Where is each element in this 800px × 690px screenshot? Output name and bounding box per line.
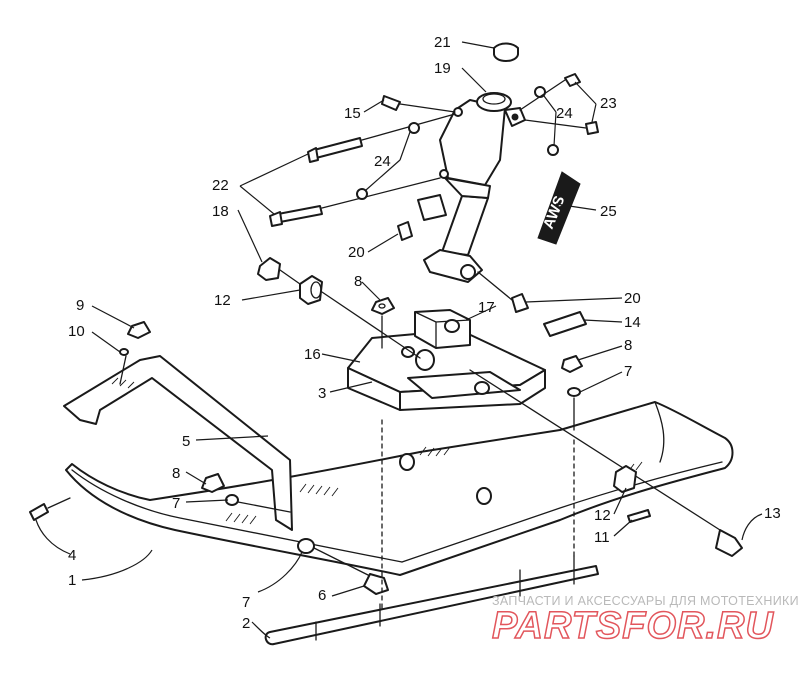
callout-7: 7 <box>172 495 180 512</box>
callout-3: 3 <box>318 385 326 402</box>
watermark-subtitle: ЗАПЧАСТИ И АКСЕССУАРЫ ДЛЯ МОТОТЕХНИКИ <box>492 594 799 608</box>
leader-lines <box>35 41 763 639</box>
callout-18: 18 <box>212 203 229 220</box>
callout-1: 1 <box>68 572 76 589</box>
callout-15: 15 <box>344 105 361 122</box>
callout-10: 10 <box>68 323 85 340</box>
callout-2: 2 <box>242 615 250 632</box>
callout-22: 22 <box>212 177 229 194</box>
callout-24: 24 <box>374 153 391 170</box>
callout-21: 21 <box>434 34 451 51</box>
callout-14: 14 <box>624 314 641 331</box>
callout-8: 8 <box>354 273 362 290</box>
callout-23: 23 <box>600 95 617 112</box>
callout-5: 5 <box>182 433 190 450</box>
shock-mount-block <box>414 309 471 349</box>
callout-7: 7 <box>624 363 632 380</box>
callout-4: 4 <box>68 547 76 564</box>
watermark-logo: PartsFor.ru <box>491 604 774 648</box>
callout-16: 16 <box>304 346 321 363</box>
shock-absorber <box>417 42 526 283</box>
callout-24: 24 <box>556 105 573 122</box>
callout-17: 17 <box>478 299 495 316</box>
callout-20: 20 <box>624 290 641 307</box>
callout-20: 20 <box>348 244 365 261</box>
hardware <box>29 73 743 646</box>
callout-13: 13 <box>764 505 781 522</box>
callout-12: 12 <box>594 507 611 524</box>
ski-saddle <box>347 329 546 411</box>
shock-decal: AWS <box>537 171 581 245</box>
ski <box>65 401 734 576</box>
callout-8: 8 <box>624 337 632 354</box>
callout-12: 12 <box>214 292 231 309</box>
callout-25: 25 <box>600 203 617 220</box>
callout-labels: 21 19 15 24 23 24 22 18 25 20 8 12 17 20… <box>68 34 781 632</box>
callout-8: 8 <box>172 465 180 482</box>
callout-19: 19 <box>434 60 451 77</box>
callout-9: 9 <box>76 297 84 314</box>
callout-7: 7 <box>242 594 250 611</box>
callout-6: 6 <box>318 587 326 604</box>
callout-11: 11 <box>594 529 610 546</box>
